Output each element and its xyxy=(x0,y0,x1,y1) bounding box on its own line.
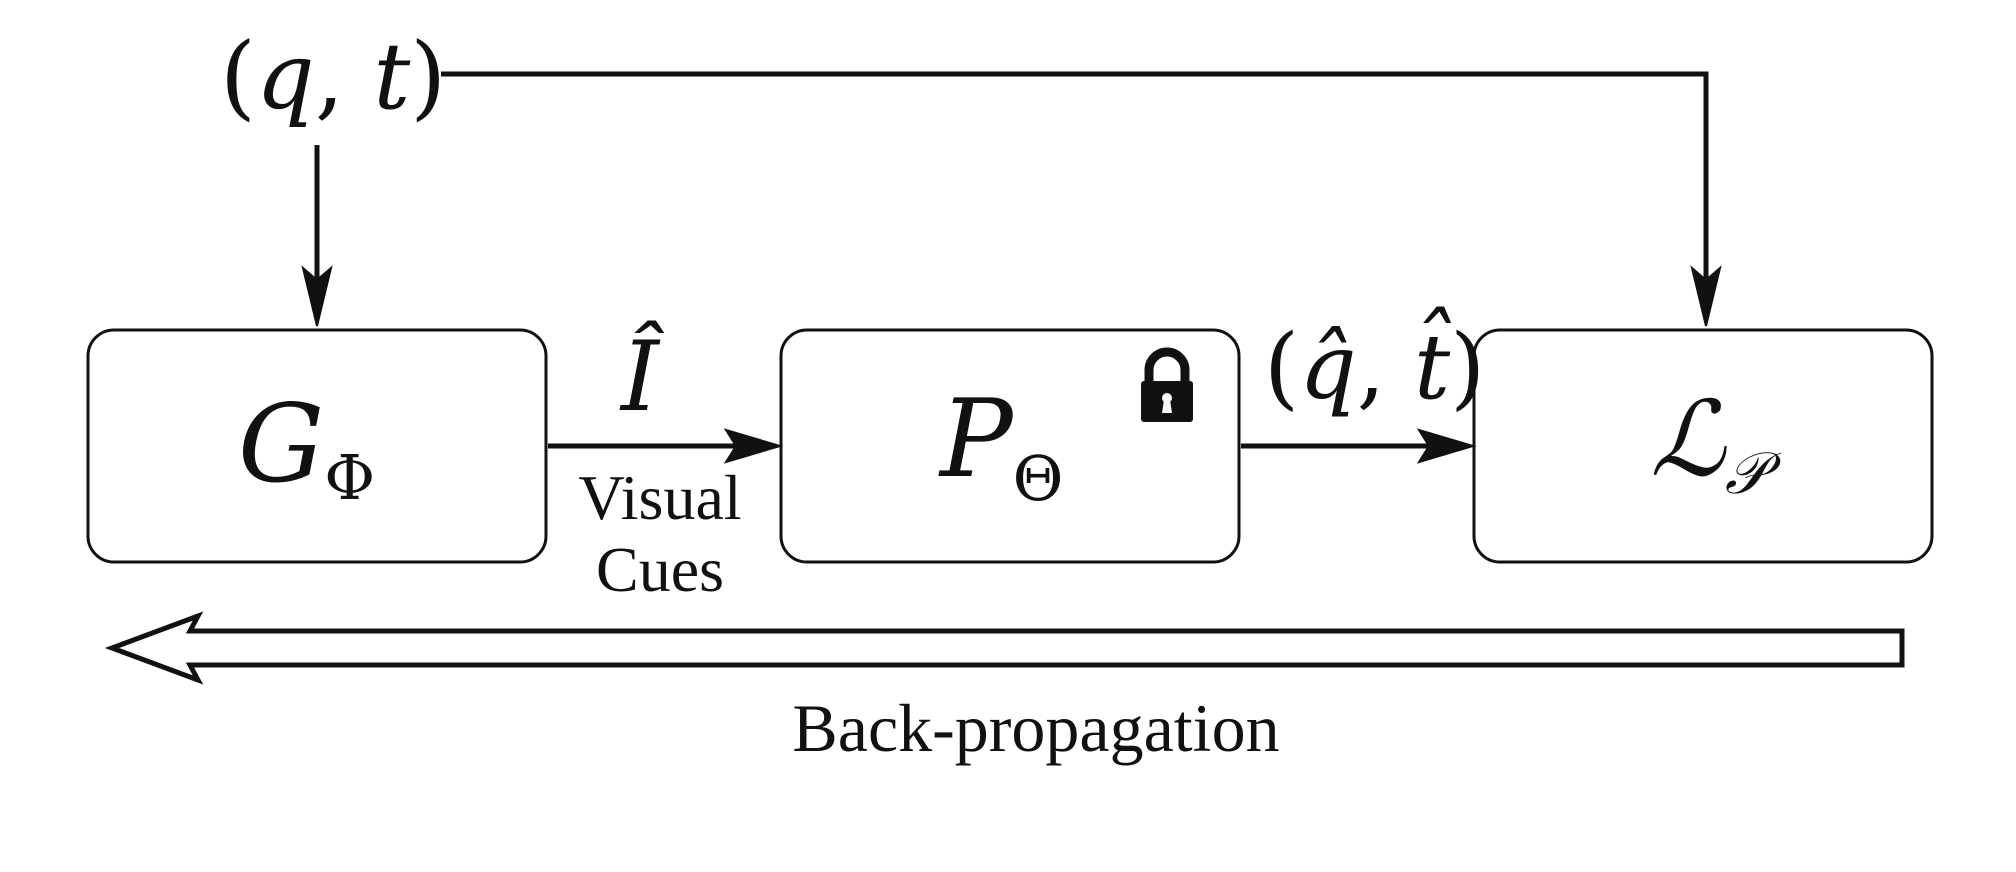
visual-cues-label-line1: Visual xyxy=(578,462,741,533)
generator-box xyxy=(86,328,548,564)
backpropagation-arrow xyxy=(104,611,1905,685)
input-to-generator-arrow xyxy=(301,145,333,327)
predicted-output-label: (q̂, t̂) xyxy=(1264,306,1485,420)
predictor-label: PΘ xyxy=(938,377,1064,515)
loss-label: ℒ𝒫 xyxy=(1650,378,1782,507)
generator-label: GΦ xyxy=(238,382,375,514)
generator-to-predictor-arrow xyxy=(548,428,784,464)
predictor-to-loss-arrow xyxy=(1241,428,1477,464)
input-to-loss-arrow xyxy=(441,71,1722,327)
backpropagation-label: Back-propagation xyxy=(792,690,1279,766)
lock-icon xyxy=(1141,347,1193,422)
generated-image-symbol: Î xyxy=(619,321,665,433)
visual-cues-label-line2: Cues xyxy=(596,534,724,605)
input-label: (q, t) xyxy=(220,23,446,130)
